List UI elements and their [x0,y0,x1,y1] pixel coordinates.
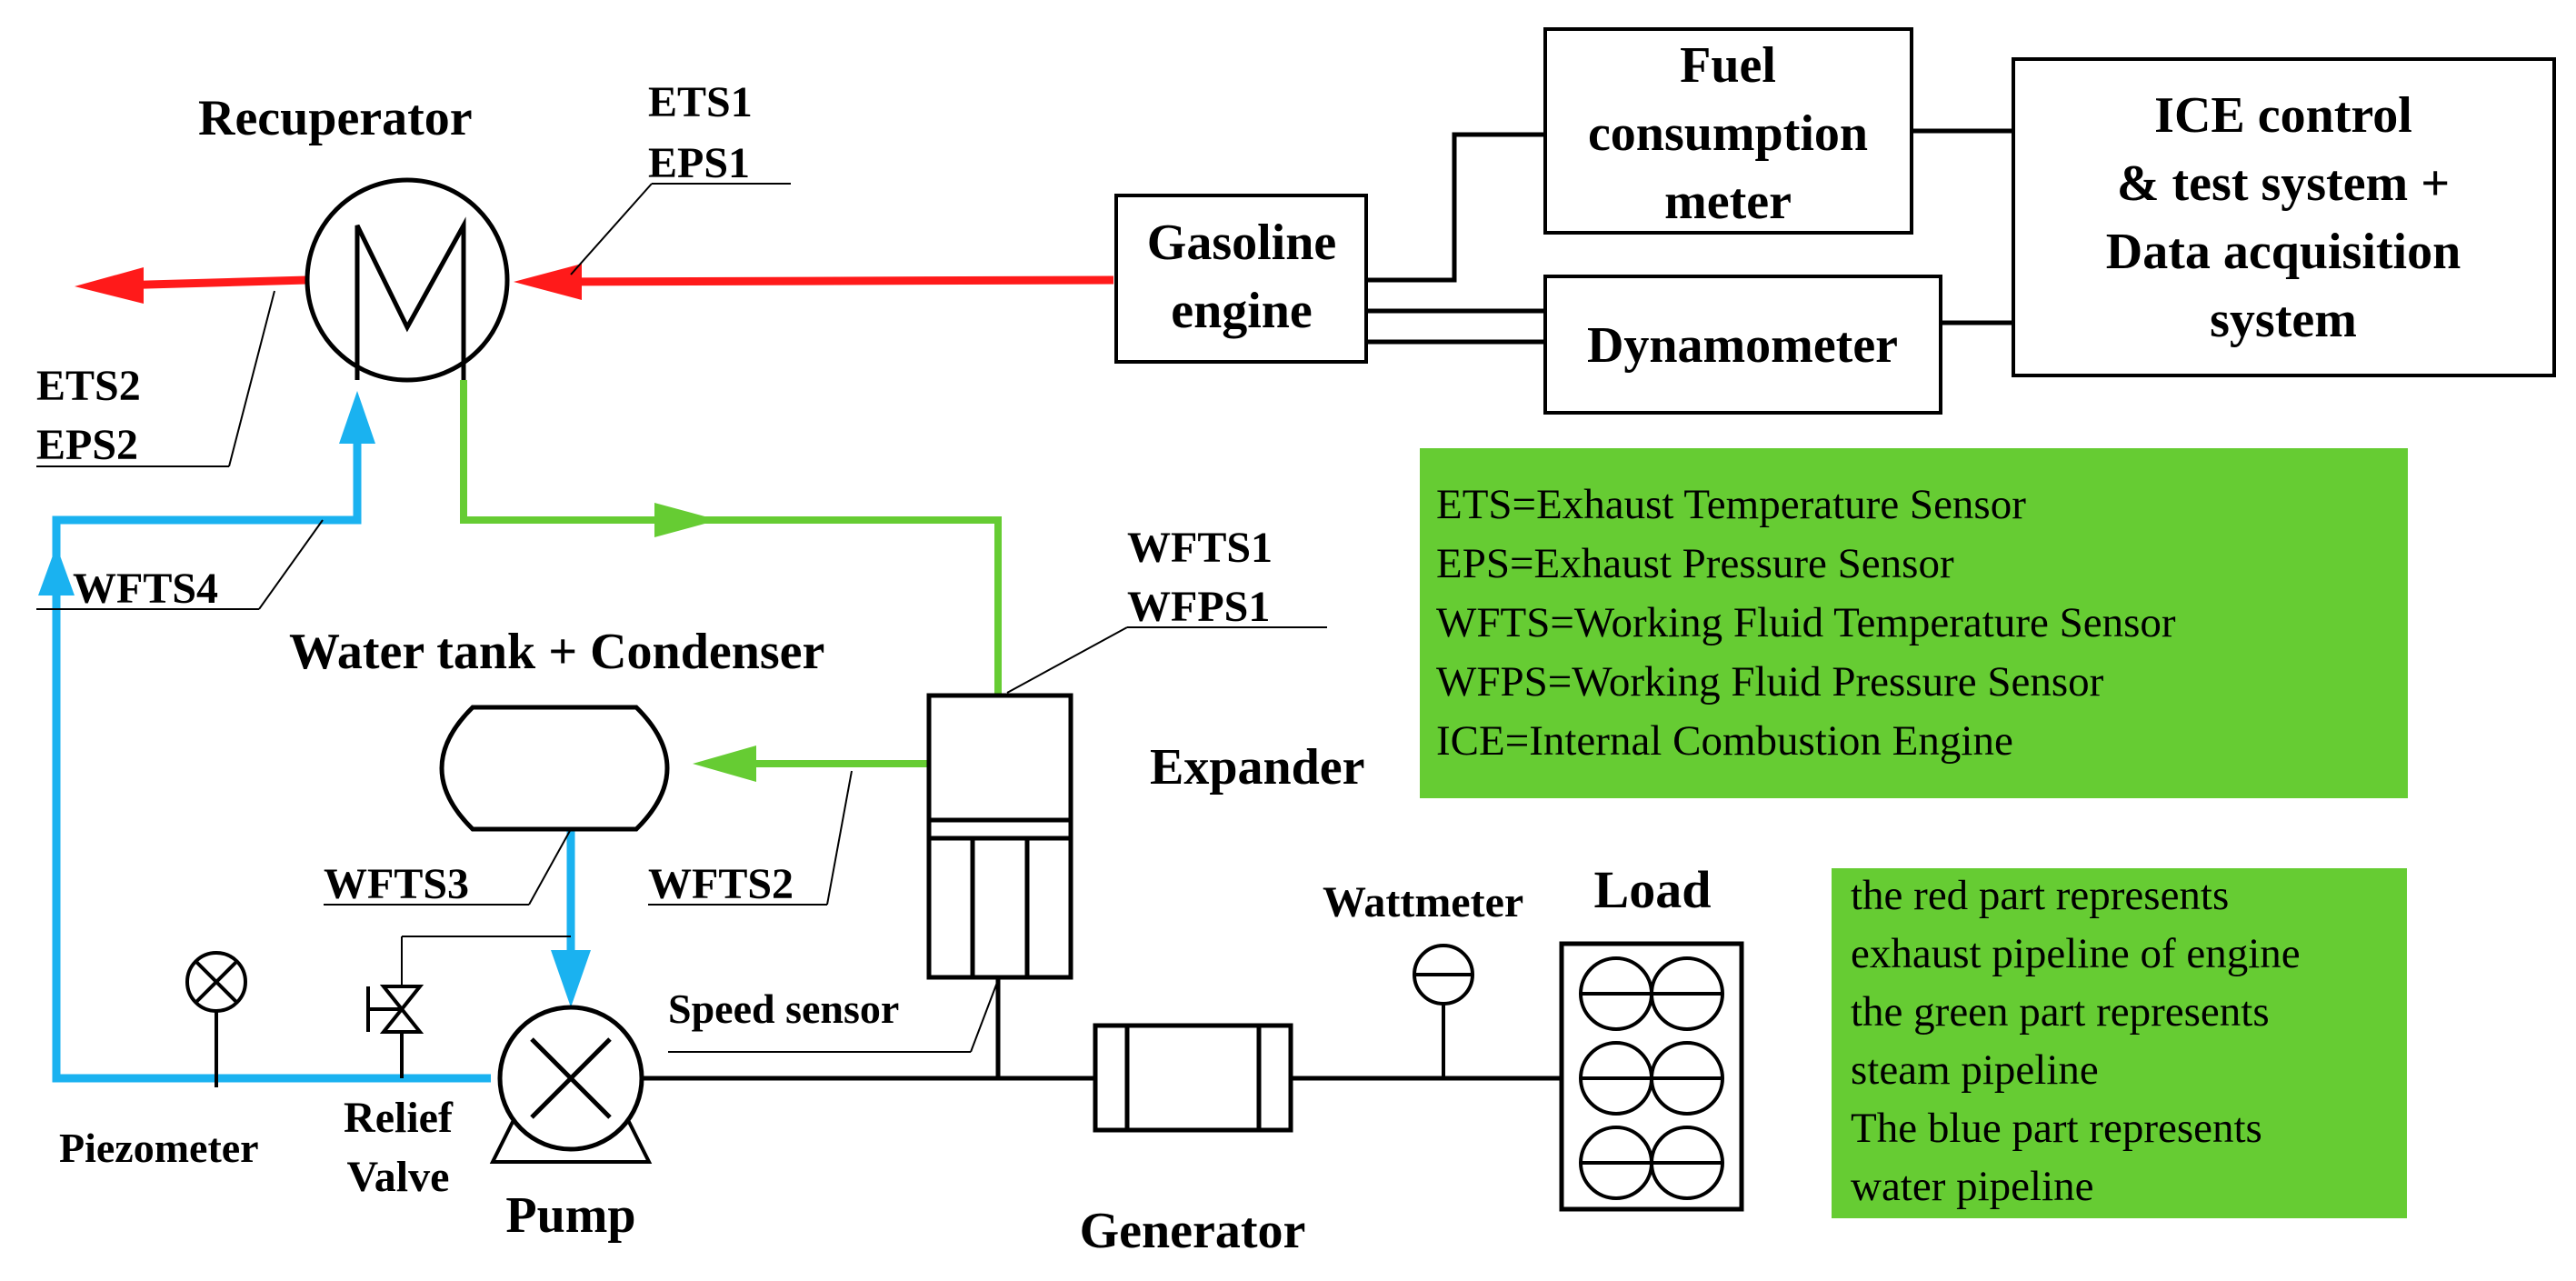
color-legend-line-1: the red part represents [1851,872,2229,919]
color-legend-line-6: water pipeline [1851,1163,2094,1210]
exhaust-out-arrow [75,267,144,304]
water-tank-label: Water tank + Condenser [289,624,824,680]
expander [926,693,1073,1078]
gasoline-engine-label-2: engine [1171,283,1313,339]
water-tank [439,705,670,832]
relief-label: Relief [344,1094,454,1142]
load-label: Load [1594,860,1712,919]
wattmeter-label: Wattmeter [1323,878,1523,926]
color-legend-line-5: The blue part represents [1851,1105,2262,1152]
load-resistors [1579,956,1724,1200]
abbreviation-legend [1420,448,2408,798]
exhaust-in-arrow [514,264,582,300]
fuel-meter-label-1: Fuel [1680,37,1776,94]
ice-control-label-3: Data acquisition [2106,224,2461,280]
piezometer [185,951,247,1087]
pump-label: Pump [505,1187,635,1244]
expander-label: Expander [1150,739,1365,796]
ice-control-box [2012,57,2556,377]
dynamometer-box [1543,275,1942,415]
piezometer-label: Piezometer [59,1125,259,1171]
ets1-label: ETS1 [648,78,753,126]
upflow-arrow [38,545,75,595]
color-legend-text: the red part represents exhaust pipeline… [1851,872,2301,1210]
ice-control-label-2: & test system + [2117,155,2450,212]
wfts2-label: WFTS2 [648,860,794,908]
color-legend [1832,868,2407,1218]
recuperator [305,177,510,383]
fuel-meter-box [1543,27,1913,235]
exhaust-pipeline [75,264,1114,304]
load-resistor-4 [1650,1041,1724,1116]
legend-line-wfps: WFPS=Working Fluid Pressure Sensor [1436,658,2104,706]
fuel-meter-label-3: meter [1664,174,1792,230]
steam-pipeline [460,380,1002,782]
eps2-label: EPS2 [36,421,138,469]
legend-line-ets: ETS=Exhaust Temperature Sensor [1436,481,2026,528]
color-legend-line-3: the green part represents [1851,988,2270,1036]
speed-sensor-label: Speed sensor [668,986,899,1032]
color-legend-line-2: exhaust pipeline of engine [1851,930,2301,977]
test-bench [1114,27,2556,415]
wfts4-label: WFTS4 [73,565,218,613]
wfts1-label: WFTS1 [1127,524,1273,572]
generator [1093,1023,1293,1133]
gasoline-engine-label-1: Gasoline [1147,215,1336,271]
relief-valve [366,936,571,1078]
valve-label: Valve [347,1153,450,1201]
legend-line-wfts: WFTS=Working Fluid Temperature Sensor [1436,599,2176,646]
fuel-meter-label-2: consumption [1588,105,1868,162]
abbreviation-legend-text: ETS=Exhaust Temperature Sensor EPS=Exhau… [1436,481,2176,765]
recuperator-inlet-arrow [339,391,375,444]
legend-line-eps: EPS=Exhaust Pressure Sensor [1436,540,1954,587]
ice-control-label-1: ICE control [2154,87,2412,144]
generator-label: Generator [1080,1203,1306,1259]
wfps1-label: WFPS1 [1127,583,1270,631]
load-resistor-1 [1579,956,1653,1031]
pump [489,1005,653,1164]
condenser-arrow [693,746,756,782]
wfts3-label: WFTS3 [324,860,469,908]
ets2-label: ETS2 [36,362,141,410]
pump-inlet-arrow [551,950,591,1007]
color-legend-line-4: steam pipeline [1851,1046,2099,1094]
load [1559,941,1744,1212]
load-resistor-2 [1650,956,1724,1031]
water-pipeline [38,391,591,1083]
sensor-leaders [36,183,1327,1053]
load-resistor-3 [1579,1041,1653,1116]
ice-control-label-4: system [2210,292,2357,348]
steam-arrow [654,503,718,537]
eps1-label: EPS1 [648,139,750,187]
gasoline-engine-box [1114,194,1368,364]
legend-line-ice: ICE=Internal Combustion Engine [1436,717,2013,765]
dynamometer-label: Dynamometer [1587,317,1898,374]
load-resistor-6 [1650,1126,1724,1200]
recuperator-label: Recuperator [198,90,473,146]
load-resistor-5 [1579,1126,1653,1200]
component-labels: Recuperator ETS1 EPS1 ETS2 EPS2 WFTS4 WF… [36,37,2461,1259]
wattmeter [1413,944,1474,1078]
